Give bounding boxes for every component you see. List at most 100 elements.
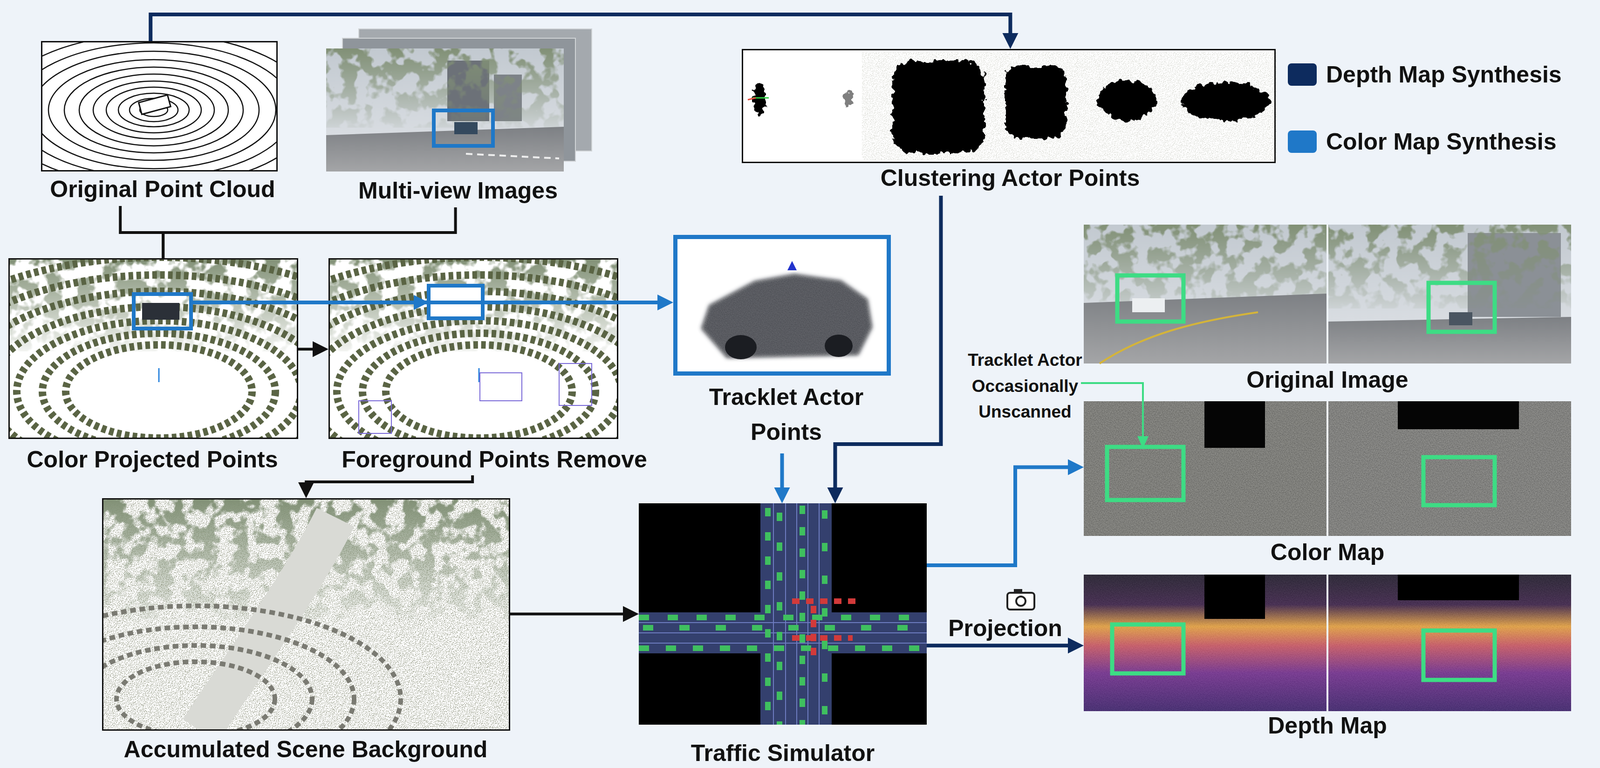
point-cloud-image	[41, 41, 278, 172]
panel-caption: Foreground Points Remove	[341, 446, 648, 473]
road	[326, 126, 564, 172]
actor-clusters	[752, 61, 1270, 153]
highlight-box	[428, 285, 483, 319]
ground-rings	[102, 605, 401, 731]
colored-point-cloud	[211, 257, 747, 526]
panel-caption: Clustering Actor Points	[880, 165, 1141, 192]
car-points	[142, 302, 180, 320]
axis-mark	[787, 260, 797, 271]
clustering-image	[741, 48, 1277, 164]
panel-caption: Color Map	[1270, 539, 1385, 566]
panel-bg	[102, 498, 511, 731]
panel-caption: Traffic Simulator	[690, 740, 876, 766]
arrow-head	[622, 606, 639, 623]
arrow-head	[774, 487, 791, 504]
flow-arrow	[150, 14, 1019, 49]
removed-box	[479, 372, 522, 401]
panel-bg	[41, 41, 278, 172]
flow-arrow	[120, 205, 164, 259]
arrow-head	[827, 487, 843, 504]
car	[454, 122, 478, 135]
trees	[326, 48, 564, 128]
multi-view-images	[326, 28, 592, 172]
scene-background-image	[102, 498, 511, 731]
connector-line	[926, 467, 1069, 566]
connector-line	[834, 195, 941, 489]
highlight-box	[433, 110, 493, 146]
arrow-head	[1067, 637, 1084, 654]
panel-caption: Original Point Cloud	[49, 176, 275, 203]
panel-caption: Accumulated Scene Background	[123, 736, 488, 763]
ground-rings	[8, 258, 299, 439]
speckle-points	[102, 498, 511, 731]
connector-line	[926, 643, 1069, 648]
callout-note: Tracklet Actor Occasionally Unscanned	[950, 347, 1100, 425]
connector-line	[298, 347, 314, 351]
axis-mark	[747, 97, 756, 100]
vehicles	[792, 601, 858, 657]
panel-caption: Multi-view Images	[358, 177, 558, 204]
connector-line	[780, 453, 785, 489]
arrow-head	[657, 294, 674, 311]
color-map-images	[1083, 401, 1572, 536]
panel-caption: Tracklet Actor Points	[683, 379, 889, 450]
green-boxes	[1107, 275, 1495, 680]
arrow-head	[1002, 33, 1019, 49]
flow-arrow	[510, 606, 639, 623]
legend-swatch	[1287, 63, 1317, 86]
image-panel: Color Map	[1083, 401, 1572, 536]
connector-line	[510, 612, 624, 616]
wheel	[724, 335, 757, 360]
legend-swatch	[1287, 130, 1317, 153]
lane-lines	[638, 503, 927, 725]
sky	[326, 48, 564, 172]
traffic-simulator-image	[638, 503, 927, 725]
original-images	[1083, 224, 1572, 364]
vehicles	[638, 505, 927, 725]
image-panel: Traffic Simulator	[638, 503, 927, 725]
image-panel: Multi-view Images	[326, 30, 592, 172]
lane-mark	[465, 153, 560, 159]
leader-line	[1080, 382, 1143, 438]
arrow-head	[1137, 436, 1149, 449]
legend-text: Depth Map Synthesis	[1326, 61, 1562, 88]
flow-arrow	[191, 294, 674, 311]
flow-arrow	[926, 459, 1084, 566]
removed-box	[358, 400, 392, 434]
highlight-box	[133, 294, 192, 329]
panel-bg	[673, 234, 891, 376]
tracklet-car-image	[673, 234, 891, 376]
arrow-head	[413, 294, 429, 310]
flow-arrow	[163, 207, 456, 259]
image-panel: Foreground Points Remove	[328, 258, 619, 439]
connector-line	[120, 205, 164, 259]
removed-box	[559, 363, 592, 406]
flow-arrow	[827, 195, 941, 504]
ego-car	[138, 95, 171, 115]
connector-line	[150, 14, 1011, 42]
panel-caption: Color Projected Points	[27, 446, 279, 473]
image-panel: Clustering Actor Points	[741, 48, 1276, 164]
panel-caption: Depth Map	[1267, 712, 1388, 739]
image-panel: Accumulated Scene Background	[102, 498, 511, 731]
point-halo	[861, 52, 1277, 161]
arrow-head	[312, 341, 329, 357]
connector-line	[191, 300, 659, 305]
image-panel: Original Point Cloud	[41, 41, 278, 172]
road	[638, 612, 927, 654]
lidar-rings	[41, 41, 278, 172]
camera-icon	[1007, 588, 1035, 610]
image-panel: Color Projected Points	[8, 258, 299, 439]
legend-text: Color Map Synthesis	[1326, 129, 1557, 155]
flow-arrow	[774, 453, 791, 504]
arrow-head	[1067, 459, 1084, 476]
panel-bg	[638, 503, 927, 725]
axis-mark	[158, 368, 160, 383]
image-panel: Original Image	[1083, 224, 1572, 364]
edge-label: Projection	[948, 615, 1062, 642]
flow-arrow	[298, 475, 473, 499]
panel-caption: Original Image	[1246, 367, 1409, 393]
depth-map-images	[1083, 574, 1572, 712]
image-panel: Depth Map	[1083, 574, 1572, 712]
